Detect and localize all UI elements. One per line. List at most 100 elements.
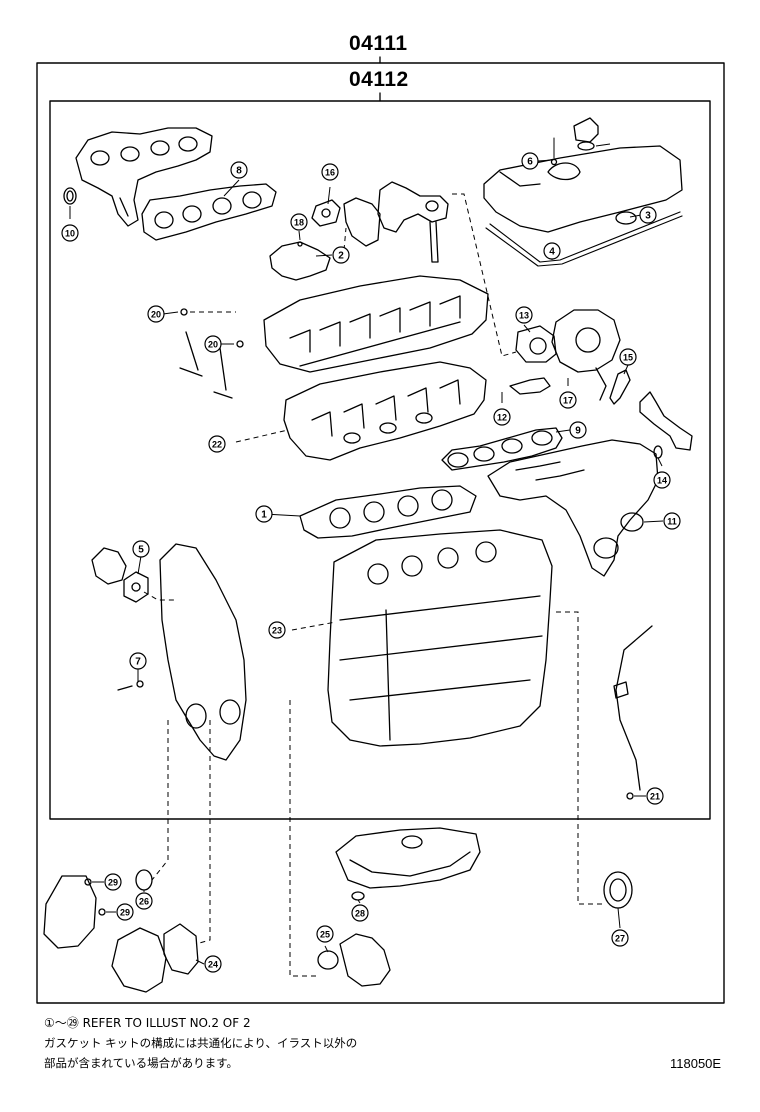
callout-number: 6 <box>527 157 533 168</box>
callout-circle <box>611 929 629 947</box>
assembly-line-22 <box>235 429 289 443</box>
intake-manifold-gasket-drawing <box>441 427 563 471</box>
callout-number: 20 <box>208 340 218 350</box>
throttle-gasket-drawing <box>515 325 557 363</box>
callout-4: 4 <box>543 242 561 260</box>
water-outlet-gasket-drawing <box>123 571 149 603</box>
callout-circle <box>116 903 134 921</box>
callout-11: 11 <box>663 512 681 530</box>
callout-circle <box>663 512 681 530</box>
callout-number: 11 <box>667 517 677 527</box>
callout-28: 28 <box>351 904 369 922</box>
callout-number: 24 <box>208 960 218 970</box>
callout-circle <box>646 787 664 805</box>
callout-number: 25 <box>320 930 330 940</box>
thermostat-o-ring-drawing <box>317 950 339 970</box>
callout-circle <box>132 540 150 558</box>
callout-circle <box>129 652 147 670</box>
callout-22: 22 <box>208 435 226 453</box>
callout-circle <box>230 161 248 179</box>
kit-inner-label: 04112 <box>349 68 409 91</box>
callout-circle <box>208 435 226 453</box>
callout-circle <box>135 892 153 910</box>
callout-15: 15 <box>619 348 637 366</box>
water-pump-drawing <box>111 927 167 993</box>
callout-25: 25 <box>316 925 334 943</box>
assembly-line-thermostat <box>289 700 318 977</box>
callout-circle <box>316 925 334 943</box>
callout-number: 7 <box>135 657 141 668</box>
callout-number: 14 <box>657 476 667 486</box>
callout-16: 16 <box>321 163 339 181</box>
callout-circle <box>332 246 350 264</box>
callout-20: 20 <box>147 305 165 323</box>
callout-circle <box>255 505 273 523</box>
callout-circle <box>569 421 587 439</box>
pipe-bracket-drawing <box>639 391 693 451</box>
callout-24: 24 <box>204 955 222 973</box>
camshaft-housing-drawing <box>263 275 489 373</box>
callout-number: 5 <box>138 545 144 556</box>
inner-kit-frame <box>49 100 711 820</box>
manifold-ring-drawing <box>620 512 644 532</box>
callouts-group: 1234567891011121314151617182020212223242… <box>61 152 681 973</box>
callout-14: 14 <box>653 471 671 489</box>
callout-circle <box>543 242 561 260</box>
vvt-bracket-drawing <box>269 241 331 281</box>
callout-2: 2 <box>332 246 350 264</box>
callout-number: 21 <box>650 792 660 802</box>
japanese-note-line-2: 部品が含まれている場合があります。 <box>44 1056 239 1070</box>
refer-range: ①～㉙ <box>44 1016 79 1030</box>
cylinder-block-drawing <box>327 529 553 747</box>
oil-filler-cap-drawing <box>573 117 599 143</box>
oil-dipstick-drawing <box>615 625 653 791</box>
callout-circle <box>204 955 222 973</box>
callout-7: 7 <box>129 652 147 670</box>
callout-3: 3 <box>639 206 657 224</box>
throttle-body-drawing <box>551 309 621 373</box>
oil-pump-cover-drawing <box>43 875 97 949</box>
callout-number: 27 <box>615 934 625 944</box>
callout-circle <box>268 621 286 639</box>
callout-number: 3 <box>645 211 651 222</box>
callout-number: 13 <box>519 311 529 321</box>
callout-number: 4 <box>549 247 555 258</box>
callout-circle <box>104 873 122 891</box>
callout-number: 10 <box>65 229 75 239</box>
ring-gasket-drawing <box>63 187 77 205</box>
callout-number: 29 <box>120 908 130 918</box>
callout-18: 18 <box>290 213 308 231</box>
drain-plug-gasket-drawing <box>351 891 365 901</box>
illustration-id: 118050E <box>670 1056 722 1071</box>
callout-number: 23 <box>272 626 282 636</box>
callout-number: 15 <box>623 353 633 363</box>
callout-circle <box>639 206 657 224</box>
callout-13: 13 <box>515 306 533 324</box>
callout-17: 17 <box>559 391 577 409</box>
callout-29: 29 <box>104 873 122 891</box>
callout-number: 12 <box>497 413 507 423</box>
cylinder-head-gasket-drawing <box>299 485 477 539</box>
callout-circle <box>619 348 637 366</box>
plug-tube-gasket-drawing <box>615 211 637 225</box>
callout-number: 17 <box>563 396 573 406</box>
assembly-line-23 <box>291 621 337 631</box>
water-pump-gasket-drawing <box>163 923 199 975</box>
refer-text: REFER TO ILLUST NO.2 OF 2 <box>78 1016 251 1030</box>
refer-note: ①～㉙ REFER TO ILLUST NO.2 OF 2 <box>44 1014 251 1031</box>
egr-pipe-drawing <box>343 181 449 263</box>
callout-number: 2 <box>338 251 344 262</box>
crank-oil-seal-drawing <box>603 871 633 909</box>
sensor-drawing <box>609 369 631 405</box>
callout-29: 29 <box>116 903 134 921</box>
fuel-injector-drawing <box>509 377 551 395</box>
callout-21: 21 <box>646 787 664 805</box>
callout-6: 6 <box>521 152 539 170</box>
thermostat-housing-drawing <box>339 933 391 987</box>
callout-26: 26 <box>135 892 153 910</box>
callout-circle <box>493 408 511 426</box>
callout-number: 20 <box>151 310 161 320</box>
callout-circle <box>521 152 539 170</box>
callout-1: 1 <box>255 505 273 523</box>
